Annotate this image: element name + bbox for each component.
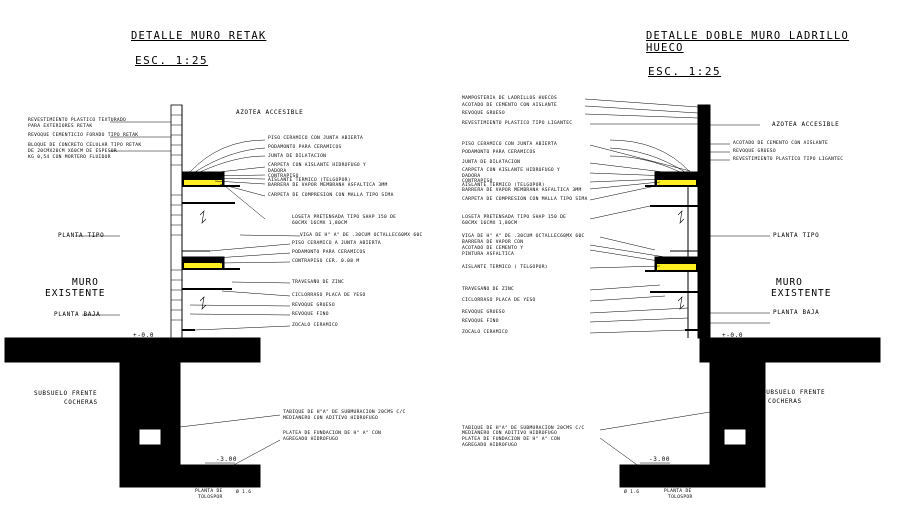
left-label-r0: PISO CERAMICO CON JUNTA ABIERTA — [268, 136, 364, 141]
left-planta-tipo: PLANTA TIPO — [58, 232, 105, 239]
left-label-b0: TABIQUE DE H°A° DE SUBMURACION 20CMS C/C — [283, 410, 406, 415]
right-label-l14: PINTURA ASFALTICA — [462, 252, 515, 257]
left-muro: MURO — [72, 277, 99, 288]
left-label-r10: 60CMX 16CMX 1,80CM — [292, 221, 348, 226]
right-subsuelo-1: SUBSUELO FRENTE — [762, 389, 826, 396]
left-label-r17: REVOQUE GRUESO — [292, 303, 335, 308]
right-tolosa-2: TOLOSPOR — [668, 495, 693, 500]
left-label-r9: LOSETA PRETENSADA TIPO SHAP 150 DE — [292, 215, 397, 220]
right-label-l18: REVOQUE GRUESO — [462, 310, 505, 315]
left-planta-baja: PLANTA BAJA — [54, 311, 101, 318]
right-label-l20: ZOCALO CERAMICO — [462, 330, 508, 335]
right-label-l5: CONTRAPISO — [462, 179, 493, 184]
right-label-l9: LOSETA PRETENSADA TIPO SHAP 150 DE — [462, 215, 567, 220]
right-label-s0: ACOTADO DE CEMENTO CON AISLANTE — [733, 141, 829, 146]
right-subsuelo-2: COCHERAS — [768, 398, 802, 405]
right-label-l2: JUNTA DE DILATACION — [462, 160, 521, 165]
left-label-r6: AISLANTE TERMICO (TELGOPOR) — [268, 178, 351, 183]
left-label-r14: CONTRAPISO CER. 0.08 M — [292, 259, 360, 264]
right-azotea: AZOTEA ACCESIBLE — [772, 121, 840, 128]
right-label-t2: REVOQUE GRUESO — [462, 111, 505, 116]
right-muro: MURO — [776, 277, 803, 288]
right-label-b2: PLATEA DE FUNDACION DE H° A° CON — [462, 437, 561, 442]
right-label-l4: DADORA — [462, 174, 481, 179]
left-label-r2: JUNTA DE DILATACION — [268, 154, 327, 159]
right-label-t1: ACOTADO DE CEMENTO CON AISLANTE — [462, 103, 558, 108]
right-label-l17: CICLORRASO PLACA DE YESO — [462, 298, 536, 303]
left-label-b1: MEDIANERO CON ADITIVO HIDROFUGO — [283, 416, 379, 421]
left-label-r13: PODAMONTO PARA CERAMICOS — [292, 250, 366, 255]
left-label-l2: REVOQUE CEMENTICIO FORADO TIPO RETAK — [28, 133, 139, 138]
right-pi: Ø 1.6 — [624, 490, 640, 495]
left-retak-wall — [170, 104, 183, 339]
right-label-b1: MEDIANERO CON ADITIVO HIDROFUGO — [462, 431, 558, 436]
right-scale: ESC. 1:25 — [648, 65, 722, 78]
right-label-l16: TRAVESAÑO DE ZINC — [462, 287, 515, 292]
left-level-0: +-0.0 — [133, 332, 155, 339]
right-ground-slab — [699, 337, 881, 363]
right-label-s2: REVESTIMIENTO PLASTICO TIPO LIGANTEC — [733, 157, 844, 162]
left-label-r3: CARPETA CON AISLANTE HIDROFUGO Y — [268, 163, 367, 168]
left-label-b2: PLATEA DE FUNDACION DE H° A° CON — [283, 431, 382, 436]
left-existente: EXISTENTE — [45, 288, 106, 299]
right-title-1: DETALLE DOBLE MURO LADRILLO — [646, 30, 850, 42]
right-double-wall — [697, 104, 711, 339]
left-label-r18: REVOQUE FINO — [292, 312, 329, 317]
left-title: DETALLE MURO RETAK — [131, 30, 267, 42]
left-label-r4: DADORA — [268, 169, 287, 174]
right-label-l6: AISLANTE TERMICO (TELGOPOR) — [462, 183, 545, 188]
left-label-r12: PISO CERAMICO A JUNTA ABIERTA — [292, 241, 381, 246]
left-pi: Ø 1.6 — [236, 490, 252, 495]
left-tolosa-2: TOLOSPOR — [198, 495, 223, 500]
left-label-r19: ZOCALO CERAMICO — [292, 323, 338, 328]
left-ground-slab — [4, 337, 261, 363]
left-label-l5: KG 0,54 CON MORTERO FLUIDOR — [28, 155, 111, 160]
left-label-b3: AGREGADO HIDROFUGO — [283, 437, 339, 442]
right-existente: EXISTENTE — [771, 288, 832, 299]
right-title-2: HUECO — [646, 42, 684, 54]
right-level-minus: -3.00 — [649, 456, 671, 463]
left-label-r5: CONTRAPISO — [268, 174, 299, 179]
right-label-l12: BARRERA DE VAPOR CON — [462, 240, 524, 245]
right-label-b0: TABIQUE DE H°A° DE SUBMURACION 20CMS C/C — [462, 426, 585, 431]
right-label-s1: REVOQUE GRUESO — [733, 149, 776, 154]
left-level-minus: -3.00 — [216, 456, 238, 463]
left-label-r1: PODAMONTO PARA CERAMICOS — [268, 145, 342, 150]
left-label-l4: DE 20CMX20CM X60CM DE ESPESOR — [28, 149, 117, 154]
left-label-r15: TRAVESAÑO DE ZINC — [292, 280, 345, 285]
right-label-l15: AISLANTE TERMICO ( TELGOPOR) — [462, 265, 548, 270]
right-label-l7: BARRERA DE VAPOR MEMBRANA ASFALTICA 3MM — [462, 188, 582, 193]
left-scale: ESC. 1:25 — [135, 54, 209, 67]
right-level-0: +-0.0 — [722, 332, 744, 339]
right-label-b3: AGREGADO HIDROFUGO — [462, 443, 518, 448]
right-tolosa-1: PLANTA DE — [664, 489, 692, 494]
right-label-l1: PODAMONTO PARA CERAMICOS — [462, 150, 536, 155]
right-label-t0: MAMPOSTERIA DE LADRILLOS HUECOS — [462, 96, 558, 101]
left-label-l0: REVESTIMIENTO PLASTICO TEXTURADO — [28, 118, 127, 123]
right-planta-baja: PLANTA BAJA — [773, 309, 820, 316]
left-label-r7: BARRERA DE VAPOR MEMBRANA ASFALTICA 3MM — [268, 183, 388, 188]
right-label-l10: 60CMX 16CMX 1,80CM — [462, 221, 518, 226]
left-label-r16: CICLORRASO PLACA DE YESO — [292, 293, 366, 298]
left-subsuelo-2: COCHERAS — [64, 399, 98, 406]
right-label-l8: CARPETA DE COMPRESION CON MALLA TIPO SIM… — [462, 197, 588, 202]
left-subsuelo-1: SUBSUELO FRENTE — [34, 390, 98, 397]
left-label-r11: VIGA DE H° A° DE .30CUM OCTALLEC60MX 60C — [300, 233, 423, 238]
right-planta-tipo: PLANTA TIPO — [773, 232, 820, 239]
right-label-l19: REVOQUE FINO — [462, 319, 499, 324]
right-label-l13: ACOTADO DE CEMENTO Y — [462, 246, 524, 251]
left-azotea: AZOTEA ACCESIBLE — [236, 109, 304, 116]
right-label-l3: CARPETA CON AISLANTE HIDROFUGO Y — [462, 168, 561, 173]
left-label-r8: CARPETA DE COMPRESION CON MALLA TIPO SIM… — [268, 193, 394, 198]
right-label-t3: REVESTIMIENTO PLASTICO TIPO LIGANTEC — [462, 121, 573, 126]
left-label-l1: PARA EXTERIORES RETAK — [28, 124, 93, 129]
right-label-l11: VIGA DE H° A° DE .30CUM OCTALLEC60MX 60C — [462, 234, 585, 239]
right-label-l0: PISO CERAMICO CON JUNTA ABIERTA — [462, 142, 558, 147]
left-tolosa-1: PLANTA DE — [195, 489, 223, 494]
left-label-l3: BLOQUE DE CONCRETO CELULAR TIPO RETAK — [28, 143, 142, 148]
